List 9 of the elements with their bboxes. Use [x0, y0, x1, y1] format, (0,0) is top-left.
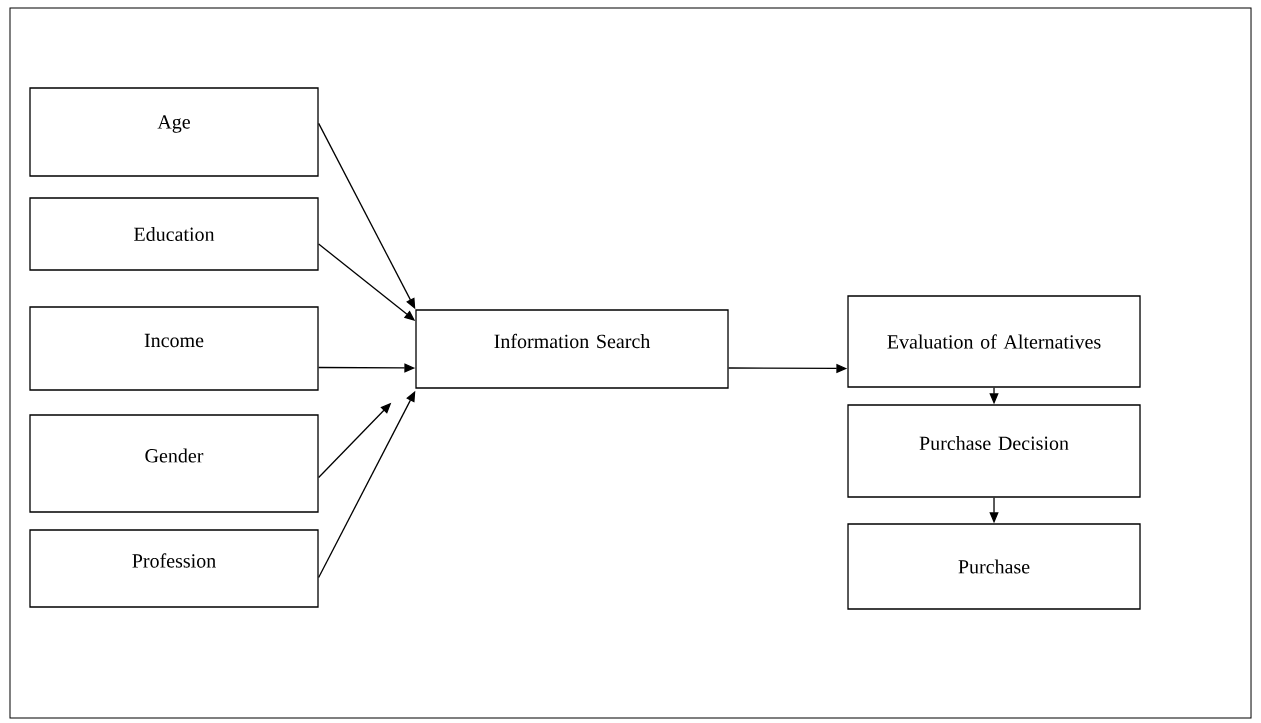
- process-box: Gender: [29, 414, 319, 513]
- process-box: Education: [29, 197, 319, 271]
- process-box: Purchase Decision: [847, 404, 1141, 498]
- process-box: Information Search: [415, 309, 729, 389]
- process-box: Purchase: [847, 523, 1141, 610]
- process-box: Age: [29, 87, 319, 177]
- process-box: Evaluation of Alternatives: [847, 295, 1141, 388]
- process-box: Profession: [29, 529, 319, 608]
- process-box: Income: [29, 306, 319, 391]
